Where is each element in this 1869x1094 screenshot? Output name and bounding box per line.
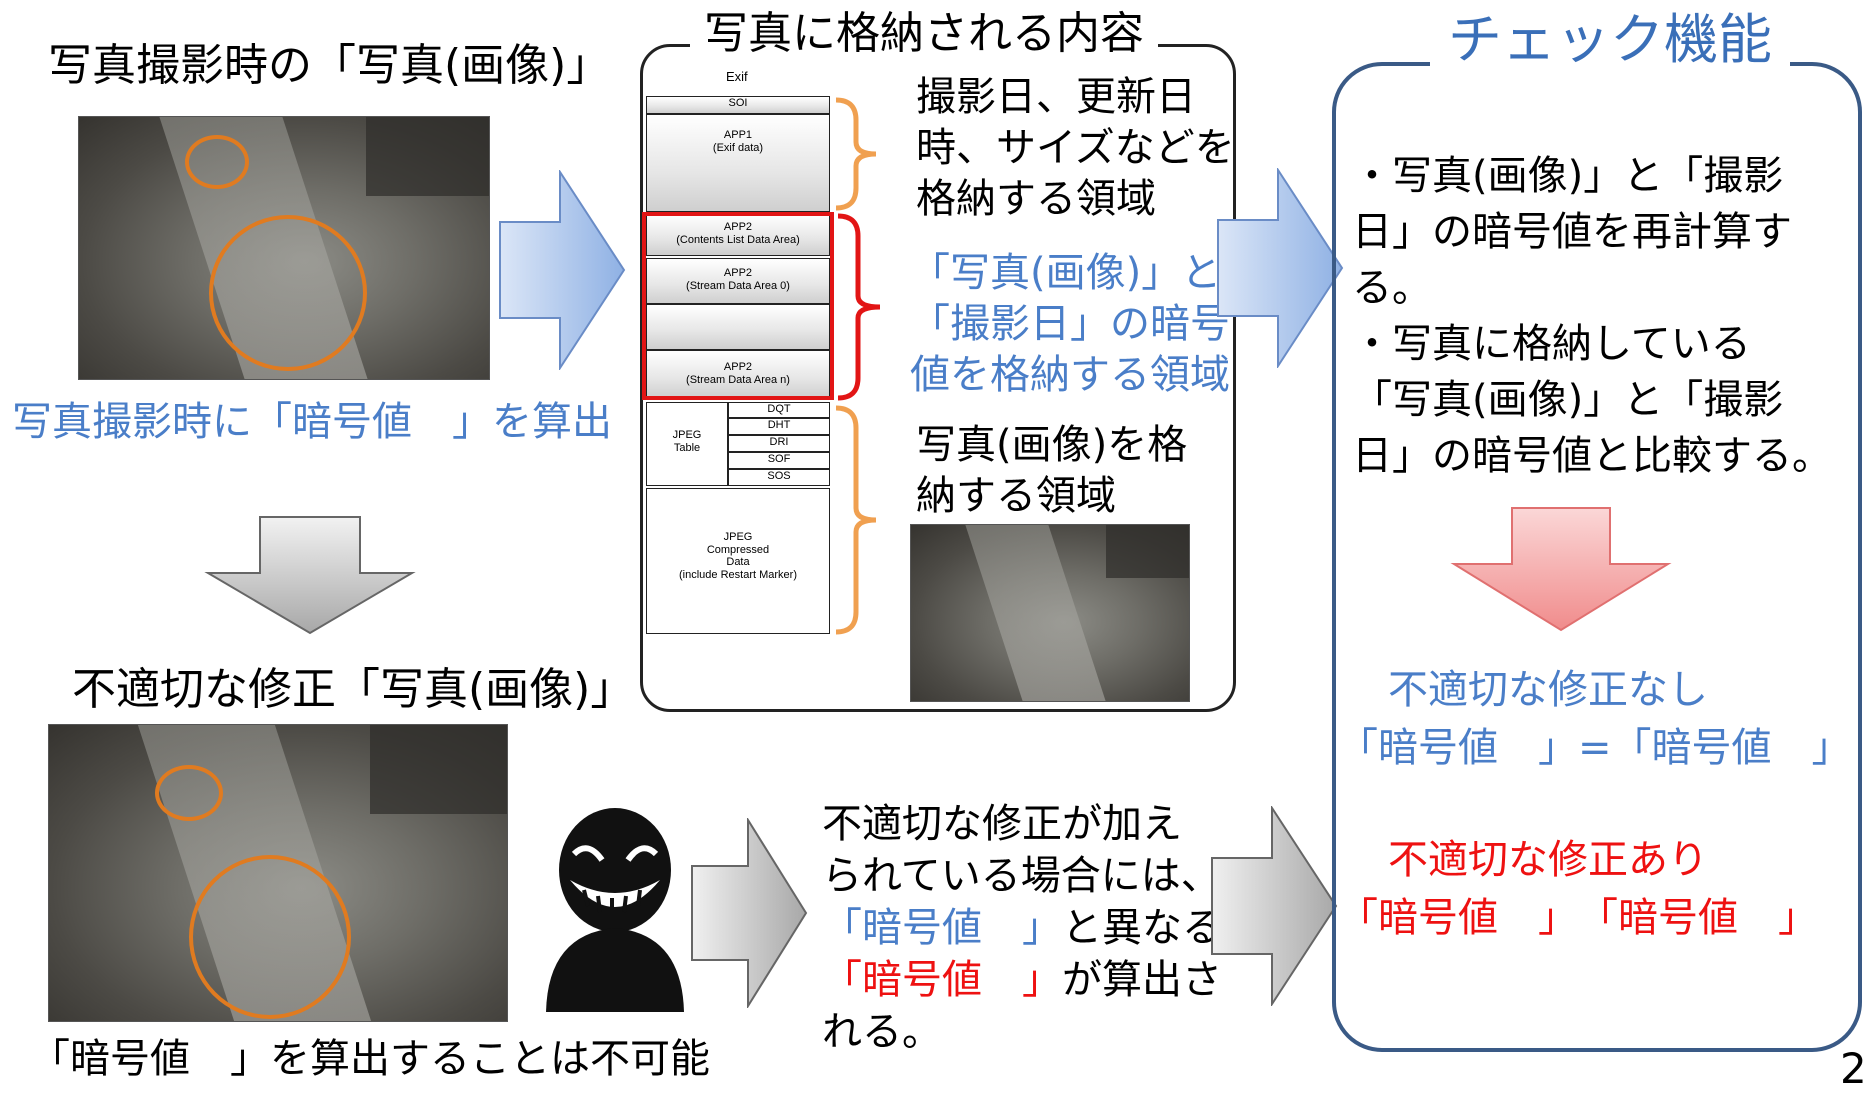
result-ng-formula: 「暗号値 」 「暗号値 」 (1338, 895, 1818, 941)
tamper-explanation-line1: 不適切な修正が加え (822, 801, 1182, 847)
tamper-explanation-line3: 「暗号値 」と異なる (822, 905, 1222, 951)
modified-site-photo (48, 724, 508, 1022)
row-dqt: DQT (728, 402, 830, 418)
check-description: ・写真(画像)」と「撮影 日」の暗号値を再計算す る。 ・写真に格納している 「… (1352, 153, 1832, 479)
brace-exif-icon (835, 97, 877, 211)
highlight-circle-small (155, 765, 223, 821)
photo-steel-beams (366, 117, 489, 196)
photo-road (965, 525, 1107, 701)
right-arrow-icon (691, 818, 808, 1008)
result-ok-formula: 「暗号値 」=「暗号値 」 (1338, 725, 1852, 771)
row-sos: SOS (728, 469, 830, 486)
modified-caption: 「暗号値 」を算出することは不可能 (30, 1036, 710, 1082)
page-number: 2 (1840, 1044, 1867, 1093)
brace-hash-icon (837, 213, 881, 401)
row-soi: SOI (646, 96, 830, 114)
tamper-explanation-line4: 「暗号値 」が算出さ (822, 957, 1222, 1003)
photo-content-title: 写真に格納される内容 (690, 8, 1158, 61)
attacker-icon (546, 808, 684, 1012)
note-image-area: 写真(画像)を格 納する領域 (916, 422, 1188, 520)
row-app2-area0: APP2 (Stream Data Area 0) (646, 258, 830, 304)
row-jpeg-table: JPEG Table (646, 402, 728, 486)
hash-area-frame (642, 212, 834, 400)
note-exif-area: 撮影日、更新日 時、サイズなどを 格納する領域 (916, 74, 1235, 223)
row-dri: DRI (728, 435, 830, 452)
modified-photo-title: 不適切な修正「写真(画像)」 (72, 664, 635, 715)
exif-label: Exif (726, 69, 748, 84)
tamper-explanation-line5: れる。 (822, 1009, 942, 1055)
right-arrow-icon (1217, 168, 1344, 368)
capture-caption: 写真撮影時に「暗号値 」を算出 (12, 399, 612, 445)
original-site-photo (78, 116, 490, 380)
right-arrow-icon (1211, 806, 1338, 1006)
row-sof: SOF (728, 452, 830, 469)
row-app2-list: APP2 (Contents List Data Area) (646, 214, 830, 256)
row-app2-gap (646, 304, 830, 350)
right-arrow-icon (499, 170, 626, 370)
result-ng-title: 不適切な修正あり (1388, 837, 1708, 883)
stored-image-thumbnail (910, 524, 1190, 702)
tamper-explanation-line2: られている場合には、 (822, 853, 1221, 899)
check-function-title: チェック機能 (1430, 8, 1790, 73)
result-ok-title: 不適切な修正なし (1388, 667, 1708, 713)
brace-image-icon (835, 405, 877, 635)
highlight-circle-small (185, 135, 249, 189)
row-compressed-data: JPEG Compressed Data (include Restart Ma… (646, 488, 830, 634)
row-dht: DHT (728, 418, 830, 435)
down-arrow-icon (204, 516, 416, 635)
highlight-circle-large (189, 855, 351, 1019)
capture-photo-title: 写真撮影時の「写真(画像)」 (48, 40, 611, 91)
row-app1: APP1 (Exif data) (646, 114, 830, 212)
note-hash-area: 「写真(画像)」と 「撮影日」の暗号 値を格納する領域 (910, 250, 1230, 399)
photo-steel-beams (369, 725, 507, 814)
highlight-circle-large (209, 215, 367, 371)
photo-steel-beams (1105, 525, 1189, 578)
row-app2-arean: APP2 (Stream Data Area n) (646, 350, 830, 398)
down-arrow-icon (1450, 507, 1672, 632)
